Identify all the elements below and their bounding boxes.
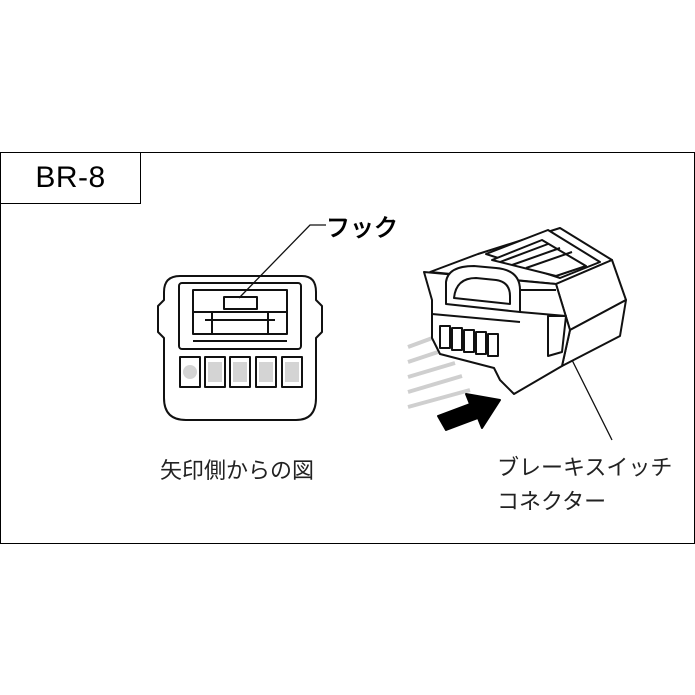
connector-label: コネクター	[497, 490, 607, 515]
view-from-arrow-label: 矢印側からの図	[160, 459, 315, 484]
terminal-pins	[183, 362, 299, 382]
view-direction-arrow	[437, 393, 501, 431]
hook-tab	[223, 296, 258, 310]
hook-leader-line	[238, 224, 326, 299]
diagram-code: BR-8	[35, 161, 106, 194]
face-outer-housing	[157, 275, 323, 421]
brake-switch-label: ブレーキスイッチ	[497, 456, 673, 481]
front-terminal-slots	[439, 325, 499, 357]
connector-leader-line	[571, 359, 613, 441]
connector-3d-body	[423, 227, 627, 395]
diagram-code-badge: BR-8	[1, 153, 141, 204]
connector-face-view	[157, 275, 323, 421]
hook-label: フック	[326, 214, 398, 242]
face-inner-housing	[178, 282, 302, 350]
